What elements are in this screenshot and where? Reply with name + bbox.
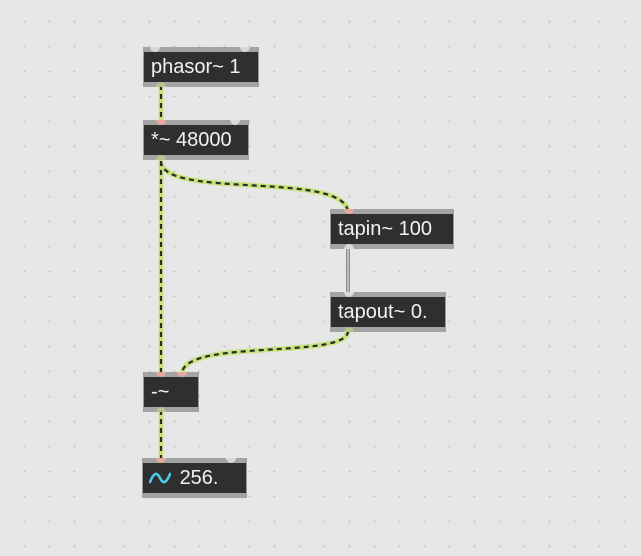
object-label: tapout~ 0. — [338, 301, 428, 323]
patch-cord-tapout-to-minus-right-dashes — [180, 330, 350, 375]
object-label: phasor~ 1 — [151, 56, 241, 78]
object-multiply[interactable]: *~ 48000 — [143, 120, 249, 160]
inlet-port[interactable] — [226, 458, 236, 463]
outlet-port[interactable] — [344, 327, 354, 332]
outlet-port[interactable] — [344, 244, 354, 249]
object-phasor[interactable]: phasor~ 1 — [143, 47, 259, 87]
object-label: -~ — [151, 381, 170, 403]
object-tapout[interactable]: tapout~ 0. — [330, 292, 446, 332]
outlet-port[interactable] — [156, 82, 166, 87]
outlet-port[interactable] — [156, 155, 166, 160]
object-subtract[interactable]: -~ — [143, 372, 199, 412]
sine-wave-icon — [149, 463, 171, 493]
patch-cord-times-to-tapin-dashes — [159, 160, 350, 214]
outlet-port[interactable] — [156, 407, 166, 412]
inlet-port[interactable] — [156, 372, 166, 377]
inlet-port[interactable] — [150, 47, 160, 52]
object-signal-number[interactable]: 256. — [142, 458, 247, 498]
inlet-port[interactable] — [156, 458, 166, 463]
inlet-port[interactable] — [240, 47, 250, 52]
inlet-port[interactable] — [156, 120, 166, 125]
inlet-port[interactable] — [344, 209, 354, 214]
number-value: 256. — [179, 467, 219, 489]
object-tapin[interactable]: tapin~ 100 — [330, 209, 454, 249]
object-label: *~ 48000 — [151, 129, 232, 151]
patch-cord-times-to-tapin[interactable] — [158, 158, 351, 216]
inlet-port[interactable] — [230, 120, 240, 125]
inlet-port[interactable] — [344, 292, 354, 297]
patch-cord-tapout-to-minus-right[interactable] — [179, 328, 351, 377]
object-label: tapin~ 100 — [338, 218, 432, 240]
inlet-port[interactable] — [177, 372, 187, 377]
